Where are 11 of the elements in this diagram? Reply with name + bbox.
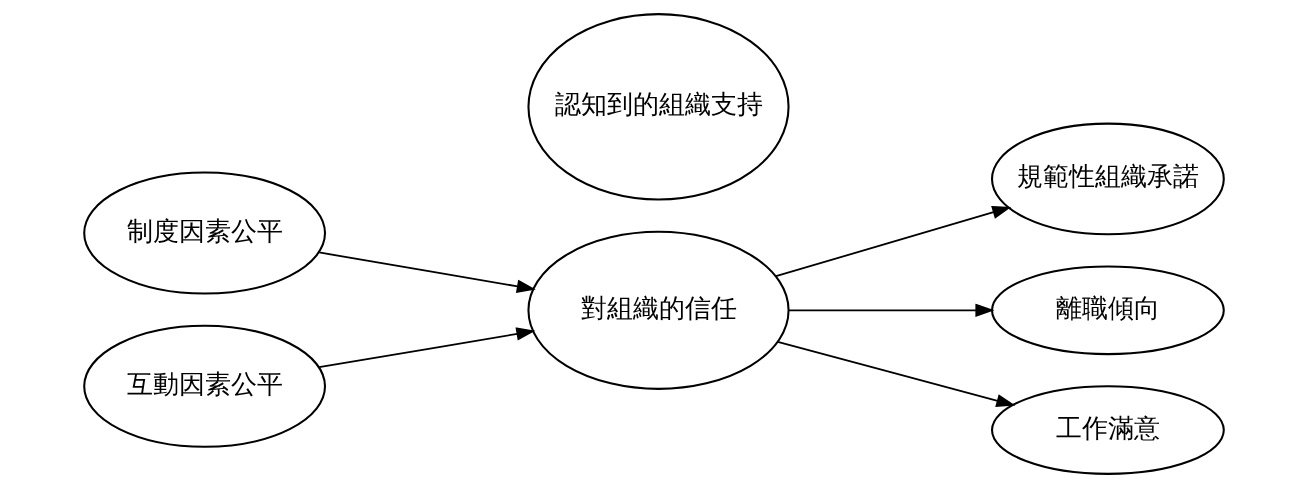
node-ellipse: 制度因素公平 (83, 171, 327, 295)
node-ellipse: 互動因素公平 (83, 324, 327, 448)
node-ellipse: 認知到的組織支持 (527, 12, 790, 201)
arrow (775, 205, 1012, 277)
arrow (776, 340, 1016, 407)
arrow (318, 251, 536, 293)
node-ellipse: 工作滿意 (991, 384, 1225, 475)
node-ellipse: 對組織的信任 (527, 230, 790, 390)
arrow (788, 303, 995, 317)
node-ellipse: 離職傾向 (991, 265, 1225, 355)
arrow (318, 326, 536, 368)
